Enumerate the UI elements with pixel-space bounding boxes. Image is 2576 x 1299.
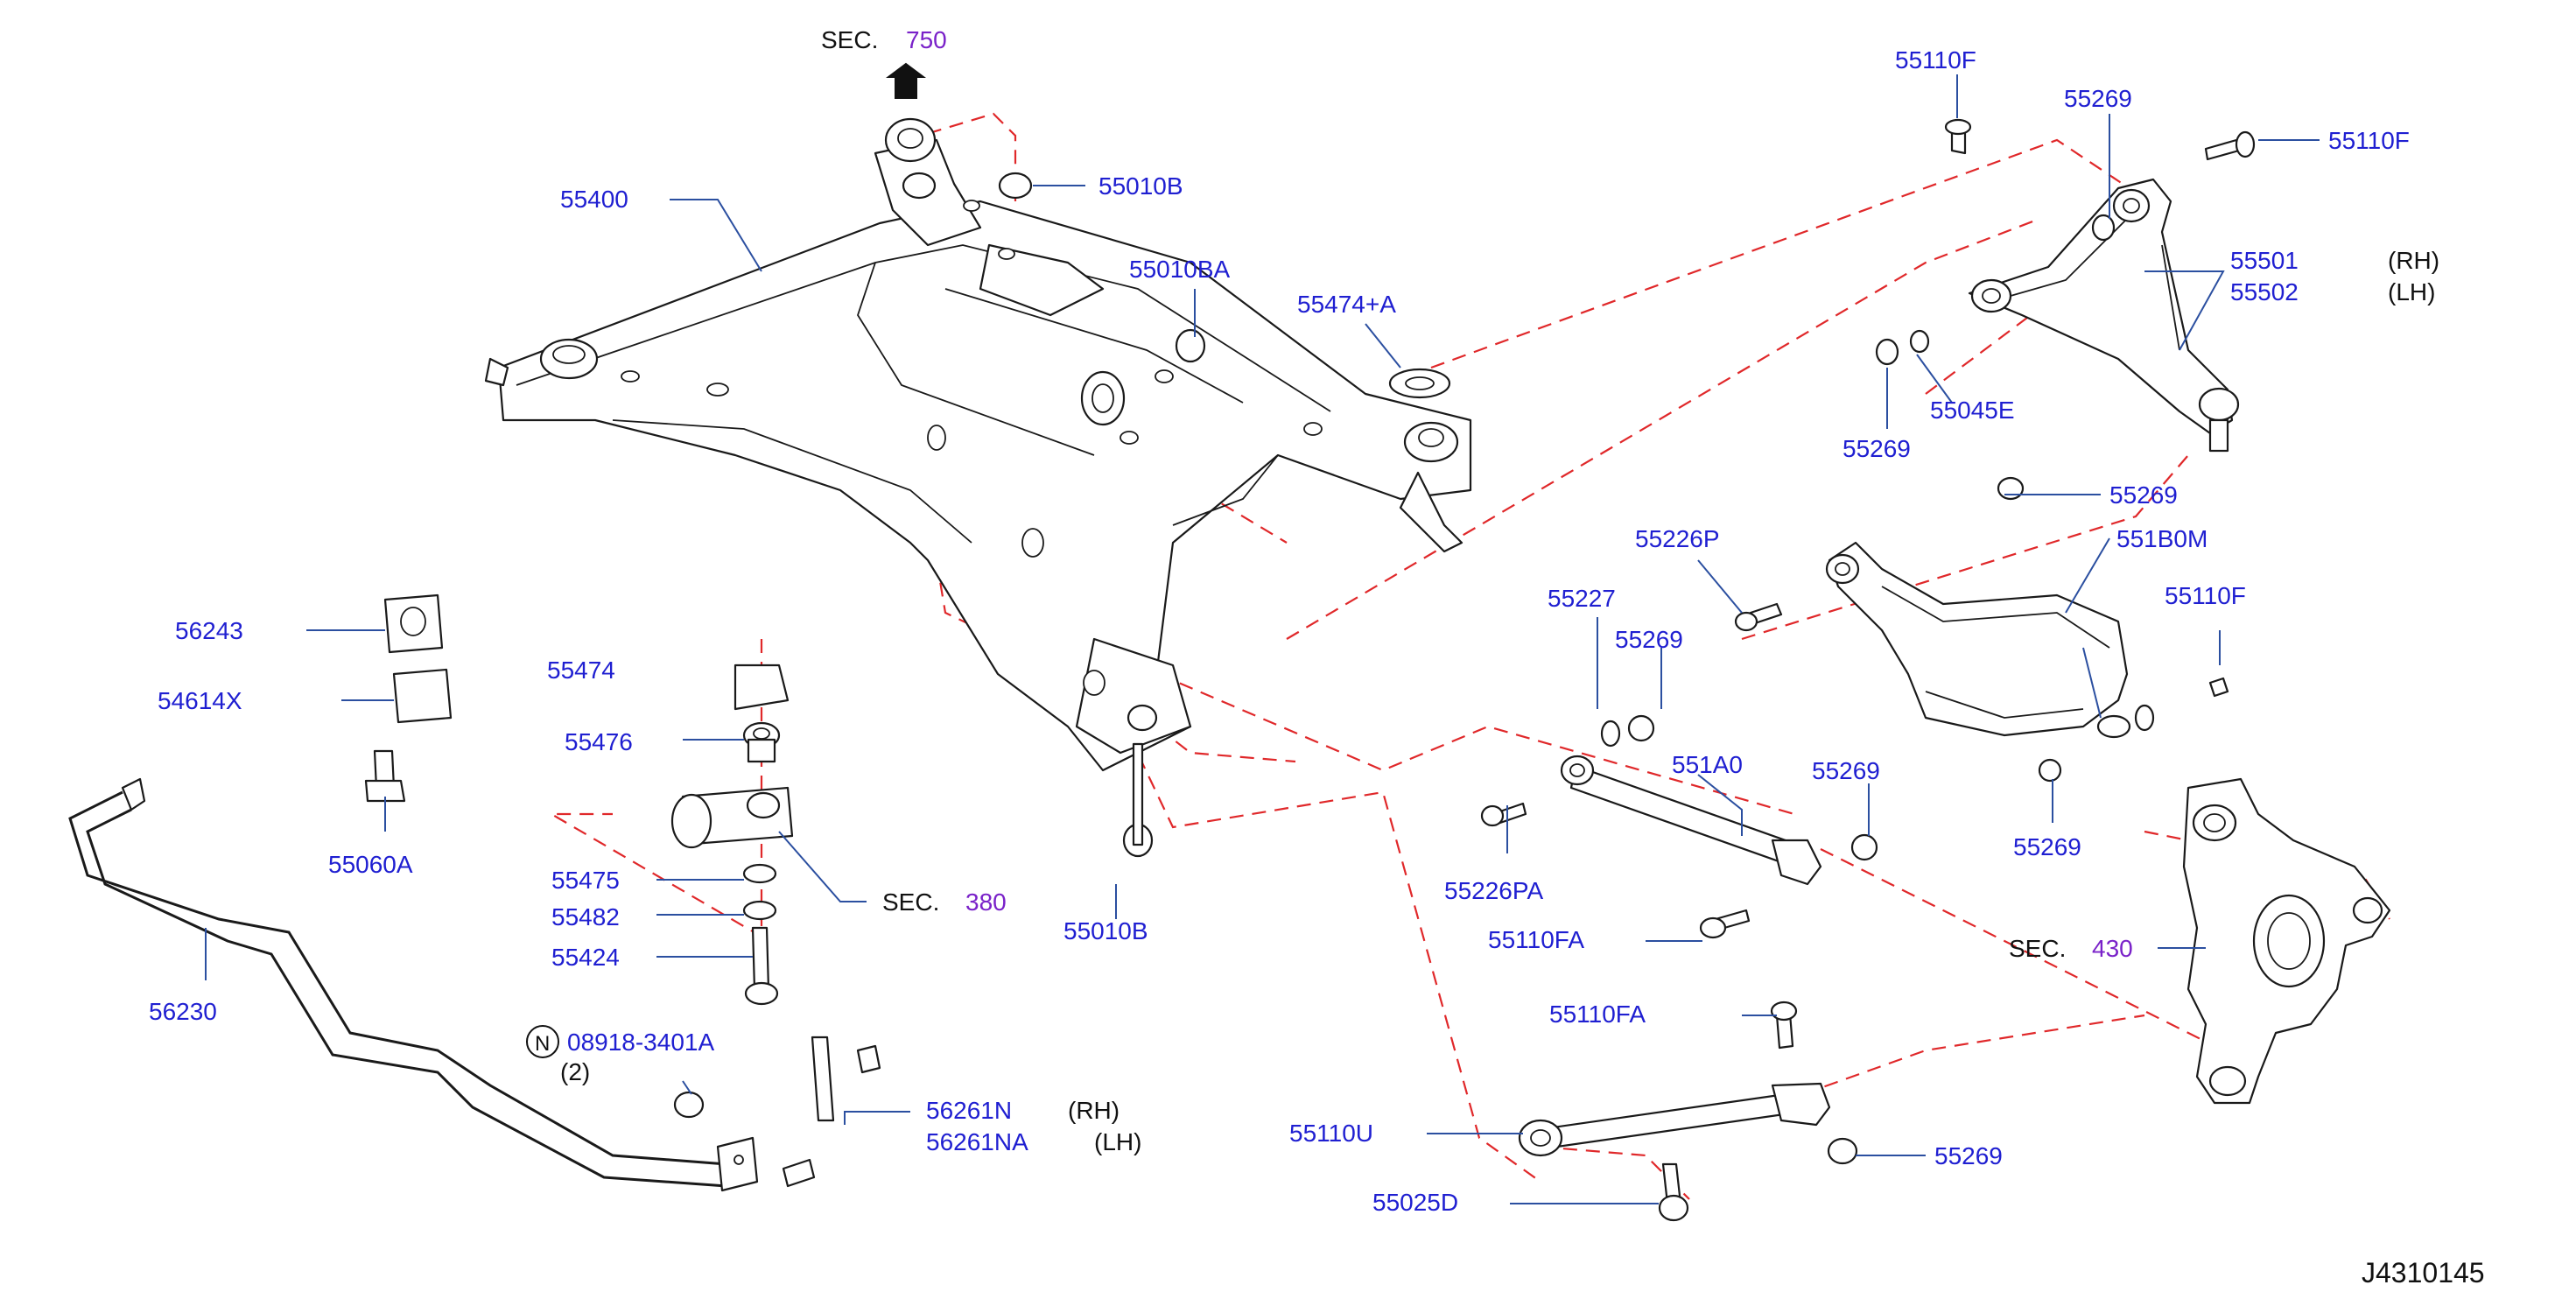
section-ref-380[interactable]: 380 — [965, 888, 1007, 916]
label-rh-56261N: (RH) — [1068, 1097, 1120, 1124]
part-55025D[interactable]: 55025D — [1372, 1189, 1458, 1216]
part-55269-link-end[interactable]: 55269 — [1812, 757, 1880, 784]
rear-lower-link[interactable] — [1518, 1001, 1858, 1222]
leader-lines — [205, 74, 2320, 1204]
part-55424[interactable]: 55424 — [551, 944, 620, 971]
section-ref-750-prefix: SEC. — [821, 26, 878, 53]
part-55269-rear-link[interactable]: 55269 — [1934, 1142, 2003, 1169]
labels: SEC. 750 55400 55010B 55010BA 55474+A 55… — [149, 26, 2485, 1288]
stabilizer-hardware — [364, 593, 881, 1188]
part-56261NA[interactable]: 56261NA — [926, 1128, 1028, 1155]
part-55227[interactable]: 55227 — [1548, 585, 1616, 612]
part-55010B-bottom[interactable]: 55010B — [1063, 917, 1148, 944]
part-55502[interactable]: 55502 — [2230, 278, 2299, 305]
part-55045E[interactable]: 55045E — [1930, 397, 2015, 424]
part-551A0[interactable]: 551A0 — [1672, 751, 1743, 778]
part-55476[interactable]: 55476 — [565, 728, 633, 755]
upper-arm-hardware — [1875, 118, 2256, 366]
up-arrow-icon — [886, 62, 926, 99]
part-551B0M[interactable]: 551B0M — [2116, 525, 2207, 552]
part-55010BA[interactable]: 55010BA — [1129, 256, 1231, 283]
part-55475[interactable]: 55475 — [551, 867, 620, 894]
part-56230[interactable]: 56230 — [149, 998, 217, 1025]
part-55060A[interactable]: 55060A — [328, 851, 413, 878]
part-55110FA-b[interactable]: 55110FA — [1549, 1001, 1646, 1028]
part-08918-3401A[interactable]: 08918-3401A — [567, 1029, 714, 1056]
shock-mount-parts — [670, 172, 1451, 1006]
label-rh-55501: (RH) — [2388, 247, 2439, 274]
part-55226PA[interactable]: 55226PA — [1444, 877, 1543, 904]
part-55110U[interactable]: 55110U — [1289, 1120, 1373, 1147]
part-55474A[interactable]: 55474+A — [1297, 291, 1396, 318]
lateral-link[interactable] — [1480, 714, 1878, 939]
section-ref-430-prefix: SEC. — [2009, 935, 2066, 962]
part-55110FA-a[interactable]: 55110FA — [1488, 926, 1584, 953]
part-55269-upper-arm[interactable]: 55269 — [1843, 435, 1911, 462]
part-55501[interactable]: 55501 — [2230, 247, 2299, 274]
part-55226P[interactable]: 55226P — [1635, 525, 1720, 552]
axle-housing-knuckle[interactable] — [2182, 777, 2391, 1105]
n-badge: N — [535, 1032, 550, 1056]
part-55482[interactable]: 55482 — [551, 903, 620, 930]
stabilizer-bar[interactable] — [68, 777, 759, 1192]
lower-control-arm[interactable] — [1734, 476, 2229, 783]
part-55010B-top[interactable]: 55010B — [1098, 172, 1183, 200]
part-55269-lower-arm-end[interactable]: 55269 — [2013, 833, 2081, 860]
n-badge-circle — [526, 1025, 559, 1058]
rear-suspension-member[interactable] — [484, 117, 1472, 772]
label-lh-55502: (LH) — [2388, 278, 2435, 305]
part-55474-partial[interactable]: 55474 — [547, 657, 615, 684]
part-55110F-right[interactable]: 55110F — [2328, 127, 2410, 154]
section-ref-430[interactable]: 430 — [2092, 935, 2133, 962]
part-08918-qty: (2) — [560, 1058, 590, 1085]
section-ref-750[interactable]: 750 — [906, 26, 947, 53]
part-54614X[interactable]: 54614X — [158, 687, 242, 714]
part-56243[interactable]: 56243 — [175, 617, 243, 644]
part-56261N[interactable]: 56261N — [926, 1097, 1012, 1124]
part-55269-link-top[interactable]: 55269 — [1615, 626, 1683, 653]
part-55269-top[interactable]: 55269 — [2064, 85, 2132, 112]
part-55110F-lower[interactable]: 55110F — [2165, 582, 2246, 609]
part-55110F-top[interactable]: 55110F — [1895, 46, 1976, 74]
part-55400[interactable]: 55400 — [560, 186, 628, 213]
part-55269-lower-arm-top[interactable]: 55269 — [2109, 481, 2178, 509]
diagram-id: J4310145 — [2362, 1257, 2485, 1288]
label-lh-56261NA: (LH) — [1094, 1128, 1141, 1155]
section-ref-380-prefix: SEC. — [882, 888, 939, 916]
